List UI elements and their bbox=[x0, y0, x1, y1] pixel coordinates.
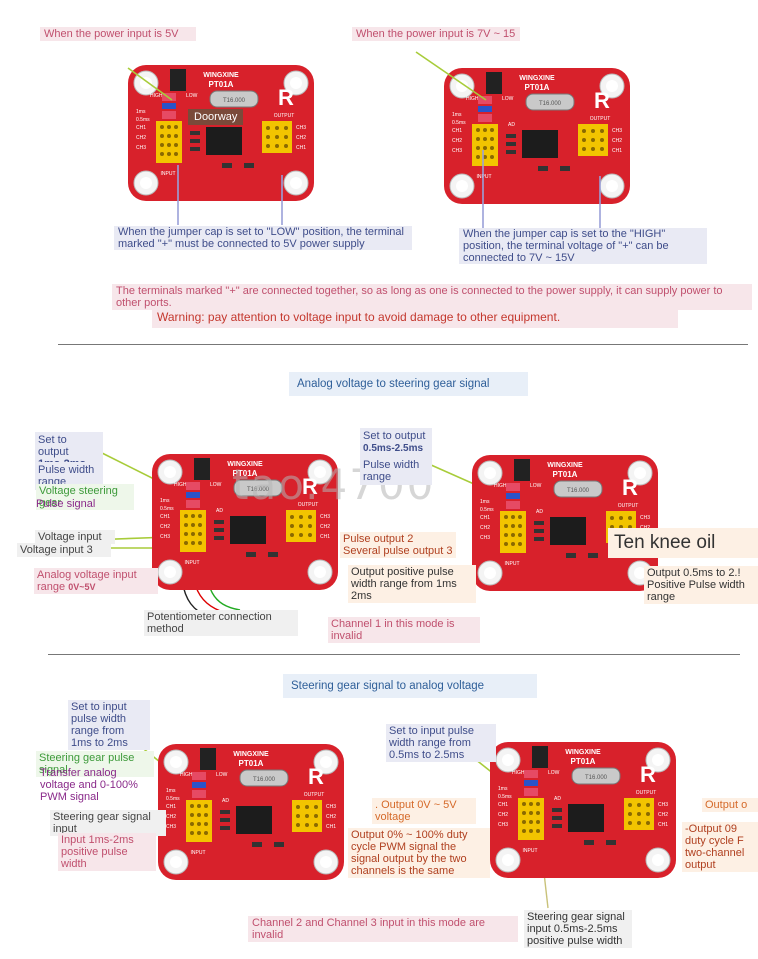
svg-text:CH1: CH1 bbox=[160, 514, 170, 520]
label-set-input-1-2ms: Set to input pulse width range from 1ms … bbox=[68, 700, 150, 750]
svg-text:HIGH: HIGH bbox=[512, 770, 525, 776]
pt01a-board: WINGXINE PT01A T16.000 R OUTPUT HIGH LOW… bbox=[470, 453, 660, 593]
svg-text:CH2: CH2 bbox=[480, 525, 490, 531]
label-output-positive-pulse: Output positive pulse width range from 1… bbox=[348, 565, 476, 603]
svg-text:T16.000: T16.000 bbox=[253, 777, 276, 783]
svg-text:R: R bbox=[308, 764, 324, 789]
warning-voltage: Warning: pay attention to voltage input … bbox=[152, 306, 678, 328]
svg-text:CH3: CH3 bbox=[320, 514, 330, 520]
svg-text:AD: AD bbox=[222, 798, 229, 804]
label-output-pwm: Output 0% ~ 100% duty cycle PWM signal t… bbox=[348, 828, 490, 878]
svg-text:OUTPUT: OUTPUT bbox=[304, 792, 325, 798]
svg-text:INPUT: INPUT bbox=[505, 561, 520, 567]
svg-text:0.5ms: 0.5ms bbox=[480, 507, 494, 513]
svg-text:CH2: CH2 bbox=[498, 812, 508, 818]
svg-text:T16.000: T16.000 bbox=[585, 775, 608, 781]
label-potentiometer: Potentiometer connection method bbox=[144, 610, 298, 636]
svg-text:PT01A: PT01A bbox=[553, 470, 578, 479]
svg-text:CH1: CH1 bbox=[166, 804, 176, 810]
svg-text:INPUT: INPUT bbox=[191, 850, 206, 856]
label-pulse-width-right: Pulse width range bbox=[360, 457, 432, 485]
svg-text:1ms: 1ms bbox=[160, 498, 170, 504]
svg-text:CH1: CH1 bbox=[326, 824, 336, 830]
svg-text:CH2: CH2 bbox=[658, 812, 668, 818]
label-power-7v-15: When the power input is 7V ~ 15 bbox=[352, 27, 520, 41]
label-analog-input-range: Analog voltage input range 0V~5V bbox=[34, 568, 158, 594]
svg-text:AD: AD bbox=[554, 796, 561, 802]
svg-text:CH2: CH2 bbox=[160, 524, 170, 530]
svg-text:CH1: CH1 bbox=[320, 534, 330, 540]
label-transfer-analog: Transfer analog voltage and 0-100% PWM s… bbox=[40, 767, 152, 803]
svg-text:CH2: CH2 bbox=[166, 814, 176, 820]
svg-text:CH3: CH3 bbox=[166, 824, 176, 830]
svg-text:PT01A: PT01A bbox=[239, 759, 264, 768]
svg-text:CH3: CH3 bbox=[658, 802, 668, 808]
svg-text:CH3: CH3 bbox=[326, 804, 336, 810]
divider-2 bbox=[48, 654, 740, 655]
svg-text:CH3: CH3 bbox=[160, 534, 170, 540]
svg-text:HIGH: HIGH bbox=[180, 772, 193, 778]
svg-text:CH1: CH1 bbox=[498, 802, 508, 808]
svg-text:WINGXINE: WINGXINE bbox=[233, 751, 269, 758]
svg-text:OUTPUT: OUTPUT bbox=[636, 790, 657, 796]
label-servo-input-05-25: Steering gear signal input 0.5ms-2.5ms p… bbox=[524, 910, 632, 948]
label-pulse-output: Pulse output 2 Several pulse output 3 bbox=[340, 532, 456, 558]
label-ten-knee-oil: Ten knee oil bbox=[608, 528, 758, 558]
svg-text:LOW: LOW bbox=[530, 483, 542, 489]
svg-text:0.5ms: 0.5ms bbox=[498, 794, 512, 800]
label-output-05-25: Output 0.5ms to 2.! Positive Pulse width… bbox=[644, 566, 758, 604]
board-mid-right: WINGXINE PT01A T16.000 R OUTPUT HIGH LOW… bbox=[470, 453, 660, 593]
svg-text:INPUT: INPUT bbox=[523, 848, 538, 854]
svg-text:LOW: LOW bbox=[548, 770, 560, 776]
svg-text:AD: AD bbox=[216, 508, 223, 514]
svg-text:AD: AD bbox=[536, 509, 543, 515]
svg-text:WINGXINE: WINGXINE bbox=[565, 749, 601, 756]
label-voltage-input: Voltage input bbox=[35, 530, 115, 544]
label-output-09: -Output 09 duty cycle F two-channel outp… bbox=[682, 822, 758, 872]
label-channel-2-3-invalid: Channel 2 and Channel 3 input in this mo… bbox=[248, 916, 518, 942]
pt01a-board: WINGXINE PT01A T16.000 R OUTPUT HIGH LOW… bbox=[488, 740, 678, 880]
svg-text:CH1: CH1 bbox=[480, 515, 490, 521]
label-doorway: Doorway bbox=[188, 109, 243, 125]
svg-text:1ms: 1ms bbox=[166, 788, 176, 794]
svg-text:CH3: CH3 bbox=[480, 535, 490, 541]
label-jumper-high: When the jumper cap is set to the "HIGH"… bbox=[459, 228, 707, 264]
svg-text:CH2: CH2 bbox=[320, 524, 330, 530]
svg-text:INPUT: INPUT bbox=[185, 560, 200, 566]
svg-text:CH1: CH1 bbox=[658, 822, 668, 828]
svg-text:0.5ms: 0.5ms bbox=[160, 506, 174, 512]
pt01a-board: WINGXINE PT01A T16.000 R OUTPUT HIGH LOW… bbox=[156, 742, 346, 882]
section-title-analog-to-servo: Analog voltage to steering gear signal bbox=[289, 372, 528, 396]
svg-text:1ms: 1ms bbox=[480, 499, 490, 505]
svg-text:CH3: CH3 bbox=[498, 822, 508, 828]
label-power-5v: When the power input is 5V bbox=[40, 27, 196, 41]
svg-text:LOW: LOW bbox=[216, 772, 228, 778]
label-voltage-input-3: Voltage input 3 bbox=[17, 543, 111, 557]
board-bot-right: WINGXINE PT01A T16.000 R OUTPUT HIGH LOW… bbox=[488, 740, 678, 880]
label-output-0-5v: . Output 0V ~ 5V voltage bbox=[372, 798, 476, 824]
svg-text:1ms: 1ms bbox=[498, 786, 508, 792]
section-title-servo-to-analog: Steering gear signal to analog voltage bbox=[283, 674, 537, 698]
svg-text:LOW: LOW bbox=[210, 482, 222, 488]
svg-text:CH2: CH2 bbox=[326, 814, 336, 820]
svg-text:R: R bbox=[622, 475, 638, 500]
svg-text:HIGH: HIGH bbox=[174, 482, 187, 488]
label-input-1-2ms: Input 1ms-2ms positive pulse width bbox=[58, 833, 156, 871]
label-set-input-05-25: Set to input pulse width range from 0.5m… bbox=[386, 724, 496, 762]
board-bot-left: WINGXINE PT01A T16.000 R OUTPUT HIGH LOW… bbox=[156, 742, 346, 882]
label-jumper-low: When the jumper cap is set to "LOW" posi… bbox=[114, 226, 412, 250]
divider-1 bbox=[58, 344, 748, 345]
label-channel-1-invalid: Channel 1 in this mode is invalid bbox=[328, 617, 480, 643]
svg-text:CH3: CH3 bbox=[640, 515, 650, 521]
svg-text:OUTPUT: OUTPUT bbox=[618, 503, 639, 509]
svg-text:WINGXINE: WINGXINE bbox=[547, 462, 583, 469]
svg-text:0.5ms: 0.5ms bbox=[166, 796, 180, 802]
label-pulse-signal: Pulse signal bbox=[36, 498, 96, 510]
svg-text:HIGH: HIGH bbox=[494, 483, 507, 489]
svg-text:R: R bbox=[640, 762, 656, 787]
label-output-o: Output o bbox=[702, 798, 758, 812]
svg-text:T16.000: T16.000 bbox=[567, 488, 590, 494]
svg-text:PT01A: PT01A bbox=[571, 757, 596, 766]
